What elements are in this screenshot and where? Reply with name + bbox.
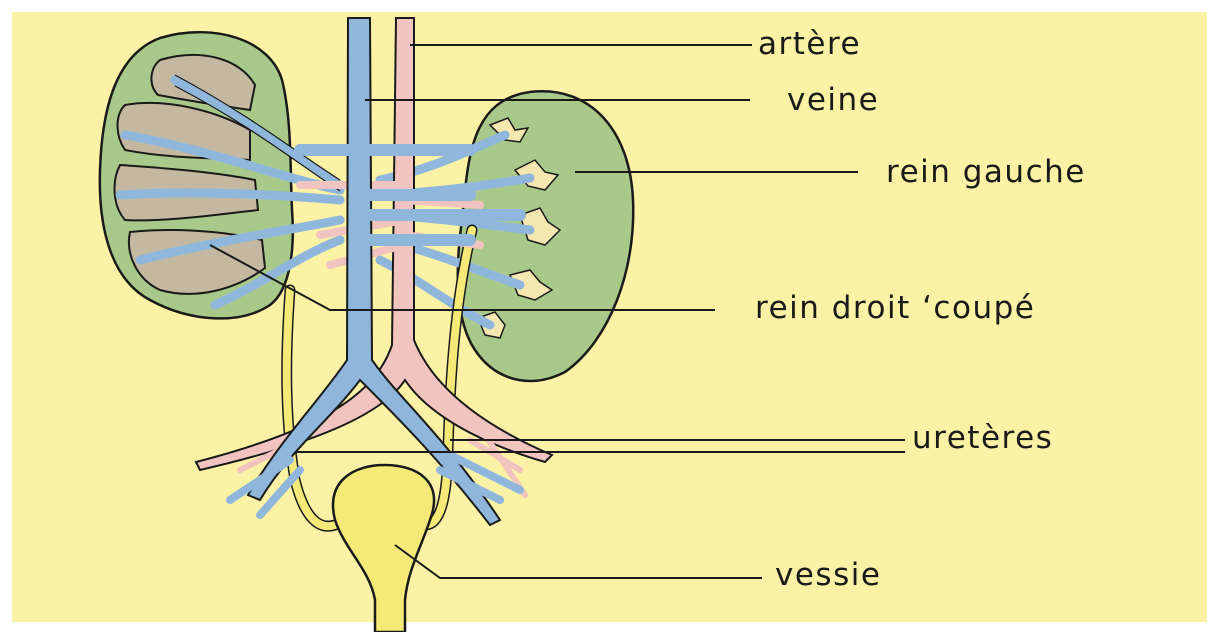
label-ureters: uretères	[912, 423, 1053, 454]
label-artery: artère	[758, 29, 861, 60]
label-vein: veine	[787, 85, 879, 116]
label-right-kidney-cut: rein droit ʻcoupé	[755, 293, 1035, 324]
label-left-kidney: rein gauche	[886, 157, 1086, 188]
label-bladder: vessie	[775, 560, 881, 591]
